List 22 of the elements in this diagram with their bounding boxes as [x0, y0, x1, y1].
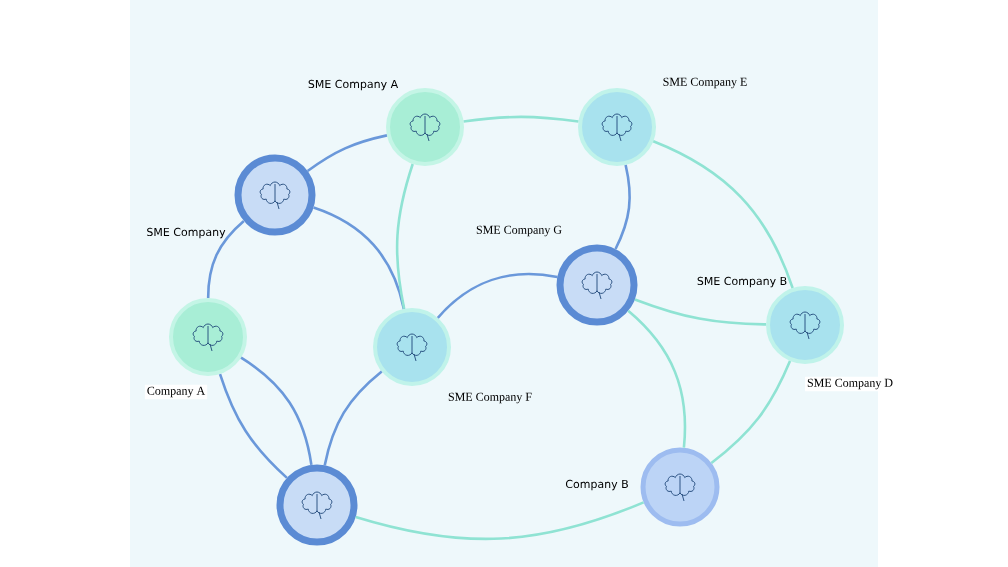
connector-line [614, 164, 631, 250]
connector-line [627, 309, 687, 448]
connector-line [652, 140, 794, 289]
connector-line [218, 373, 288, 479]
connector-line [463, 115, 579, 123]
connector-line [436, 272, 558, 319]
node-label: SME Company A [308, 79, 399, 91]
connector-line [306, 134, 388, 173]
node-label: SME Company F [448, 392, 532, 404]
node-label: Company B [565, 479, 628, 491]
node-label: SME Company E [663, 77, 747, 89]
connector-line [634, 298, 767, 326]
connector-line [313, 206, 406, 310]
node-label: SME Company [147, 227, 226, 239]
connector-line [323, 370, 383, 466]
connector-line [710, 360, 792, 465]
connector-line [395, 163, 414, 310]
connector-line [240, 356, 313, 466]
node-label: SME Company B [697, 276, 787, 288]
connector-line [206, 219, 245, 299]
connector-line [355, 501, 645, 541]
node-label: SME Company G [476, 225, 562, 237]
